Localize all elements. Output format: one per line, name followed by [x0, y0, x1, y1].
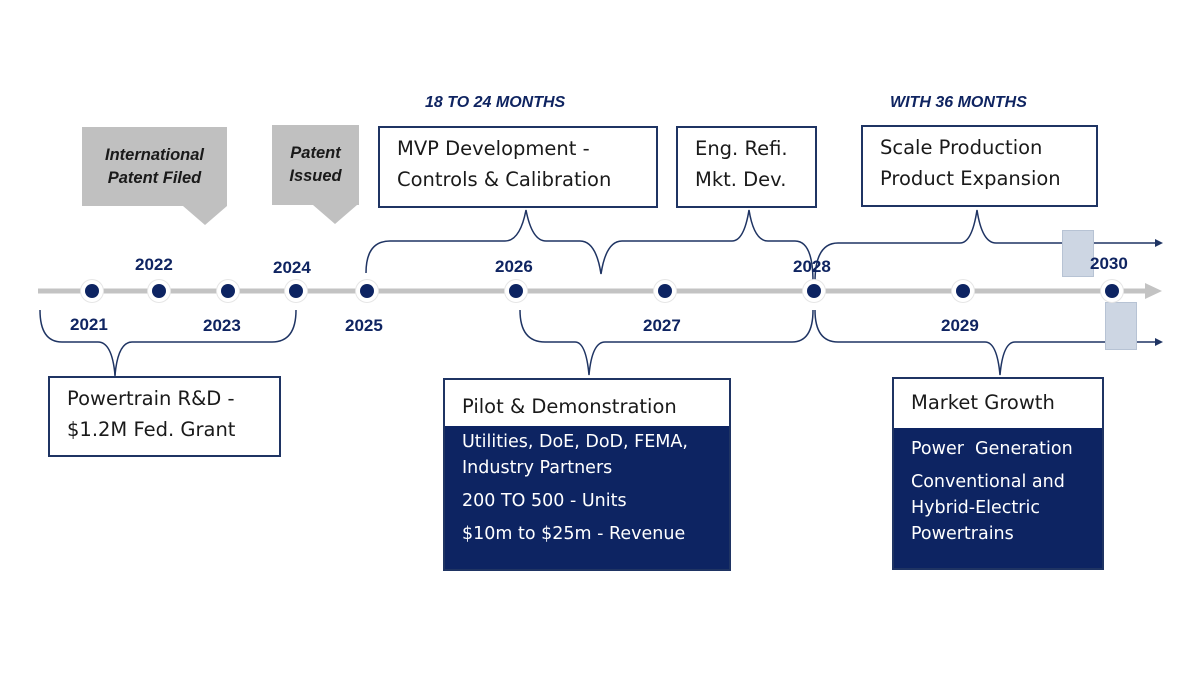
pilot-title: Pilot & Demonstration [445, 380, 729, 426]
phase-line: Mkt. Dev. [695, 168, 787, 191]
year-label-2029: 2029 [941, 316, 979, 335]
bracket-market [814, 309, 1155, 376]
phase-box-scale: Scale Production Product Expansion [861, 125, 1098, 207]
shade-block-lower [1105, 302, 1137, 350]
duration-label-mvp: 18 TO 24 MONTHS [425, 94, 566, 111]
phase-line: Eng. Refi. [695, 137, 788, 160]
pilot-item: 200 TO 500 - Units [462, 491, 627, 511]
pilot-details: Utilities, DoE, DoD, FEMA, Industry Part… [445, 426, 729, 547]
year-label-2025: 2025 [345, 316, 383, 335]
phase-box-eng: Eng. Refi. Mkt. Dev. [676, 126, 817, 208]
year-marker-2030 [1101, 280, 1123, 302]
callout-tail [183, 206, 227, 225]
duration-label-scale: WITH 36 MONTHS [890, 94, 1027, 111]
phase-line: Product Expansion [880, 167, 1061, 190]
phase-line: Controls & Calibration [397, 168, 612, 191]
timeline-arrowhead [1145, 283, 1162, 299]
market-item: Hybrid-Electric [911, 498, 1040, 518]
phase-box-rnd: Powertrain R&D - $1.2M Fed. Grant [48, 376, 281, 457]
year-marker-2024 [285, 280, 307, 302]
year-marker-2021 [81, 280, 103, 302]
year-label-2028: 2028 [793, 257, 831, 276]
market-item: Powertrains [911, 524, 1014, 544]
year-label-2024: 2024 [273, 258, 311, 277]
phase-line: Scale Production [880, 136, 1043, 159]
phase-line: MVP Development - [397, 137, 590, 160]
callout-line: International [104, 145, 204, 164]
market-item: Power Generation [911, 439, 1073, 459]
callout-line: Issued [289, 167, 342, 185]
year-label-2023: 2023 [203, 316, 241, 335]
bracket-scale [814, 209, 1155, 283]
market-details: Power Generation Conventional and Hybrid… [894, 428, 1102, 547]
market-arrowhead [1155, 338, 1163, 346]
callout-patent-issued: Patent Issued [272, 125, 359, 205]
phase-box-market: Market Growth Power Generation Conventio… [892, 377, 1104, 570]
year-marker-2026 [505, 280, 527, 302]
bracket-dev-span [546, 209, 814, 283]
pilot-item: Industry Partners [462, 458, 613, 478]
callout-line: Patent Filed [107, 168, 202, 187]
year-marker-2027 [654, 280, 676, 302]
year-marker-2029 [952, 280, 974, 302]
scale-arrowhead [1155, 239, 1163, 247]
bracket-mvp [365, 209, 547, 274]
phase-line: Powertrain R&D - [67, 387, 235, 410]
year-marker-2022 [148, 280, 170, 302]
callout-international-patent: International Patent Filed [82, 127, 227, 206]
pilot-item: $10m to $25m - Revenue [462, 524, 686, 544]
phase-box-mvp: MVP Development - Controls & Calibration [378, 126, 658, 208]
year-label-2026: 2026 [495, 257, 533, 276]
market-item: Conventional and [911, 472, 1065, 492]
year-label-2022: 2022 [135, 255, 173, 274]
phase-box-pilot: Pilot & Demonstration Utilities, DoE, Do… [443, 378, 731, 571]
pilot-item: Utilities, DoE, DoD, FEMA, [462, 432, 688, 452]
phase-line: $1.2M Fed. Grant [67, 418, 236, 441]
shade-block-upper [1062, 230, 1094, 277]
callout-line: Patent [290, 144, 341, 162]
year-marker-2028 [803, 280, 825, 302]
year-label-2021: 2021 [70, 315, 108, 334]
year-label-2030: 2030 [1090, 254, 1128, 273]
market-title: Market Growth [894, 379, 1102, 428]
year-marker-2023 [217, 280, 239, 302]
year-marker-2025 [356, 280, 378, 302]
callout-tail [313, 205, 357, 224]
year-label-2027: 2027 [643, 316, 681, 335]
bracket-pilot [519, 309, 814, 376]
